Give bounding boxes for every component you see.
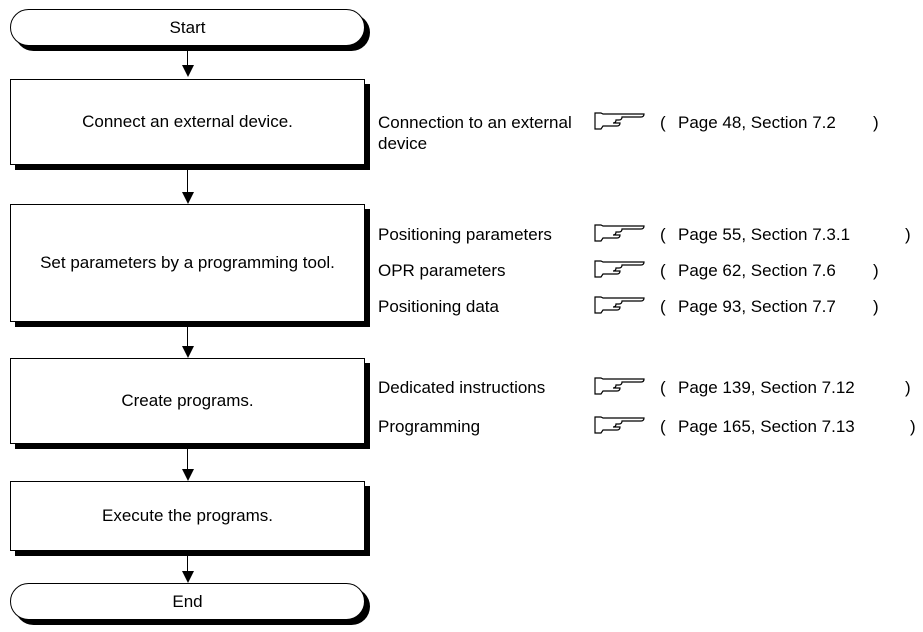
pointing-hand-icon xyxy=(594,377,645,395)
arrow-head-icon xyxy=(182,65,194,77)
reference-close-paren: ) xyxy=(910,417,916,436)
reference-label: Programming xyxy=(378,417,481,436)
end-label: End xyxy=(172,591,203,611)
reference-page-link[interactable]: Page 139, Section 7.12 xyxy=(678,378,855,397)
arrow-head-icon xyxy=(182,571,194,583)
step-set-parameters: Set parameters by a programming tool. xyxy=(10,204,365,322)
connector-line xyxy=(187,327,188,349)
step-connect-device: Connect an external device. xyxy=(10,79,365,165)
reference-open-paren: ( xyxy=(660,261,666,280)
reference-page-link[interactable]: Page 48, Section 7.2 xyxy=(678,113,836,132)
end-terminator: End xyxy=(10,583,365,620)
reference-open-paren: ( xyxy=(660,113,666,132)
reference-page-link[interactable]: Page 165, Section 7.13 xyxy=(678,417,855,436)
reference-page-link[interactable]: Page 55, Section 7.3.1 xyxy=(678,225,851,244)
connector-line xyxy=(187,449,188,472)
reference-label: Positioning parameters xyxy=(378,225,552,244)
connector-line xyxy=(187,46,188,68)
connector-line xyxy=(187,170,188,195)
step-execute-programs: Execute the programs. xyxy=(10,481,365,551)
pointing-hand-icon xyxy=(594,416,645,434)
arrow-head-icon xyxy=(182,192,194,204)
pointing-hand-icon xyxy=(594,296,645,314)
pointing-hand-icon xyxy=(594,260,645,278)
reference-open-paren: ( xyxy=(660,417,666,436)
reference-page-link[interactable]: Page 62, Section 7.6 xyxy=(678,261,836,280)
step-create-programs: Create programs. xyxy=(10,358,365,444)
reference-close-paren: ) xyxy=(905,225,911,244)
step-label: Set parameters by a programming tool. xyxy=(40,253,335,272)
reference-close-paren: ) xyxy=(905,378,911,397)
reference-open-paren: ( xyxy=(660,378,666,397)
start-terminator: Start xyxy=(10,9,365,46)
reference-page-link[interactable]: Page 93, Section 7.7 xyxy=(678,297,836,316)
start-label: Start xyxy=(169,17,206,37)
connector-line xyxy=(187,556,188,573)
reference-open-paren: ( xyxy=(660,297,666,316)
reference-label: OPR parameters xyxy=(378,261,506,280)
reference-label: Dedicated instructions xyxy=(378,378,546,397)
pointing-hand-icon xyxy=(594,112,645,130)
step-label: Execute the programs. xyxy=(101,506,274,525)
reference-label: Positioning data xyxy=(378,297,499,316)
pointing-hand-icon xyxy=(594,224,645,242)
step-label: Create programs. xyxy=(121,391,254,410)
reference-label: Connection to an external device xyxy=(378,113,572,153)
arrow-head-icon xyxy=(182,346,194,358)
step-label: Connect an external device. xyxy=(82,112,293,131)
arrow-head-icon xyxy=(182,469,194,481)
reference-open-paren: ( xyxy=(660,225,666,244)
reference-close-paren: ) xyxy=(873,113,879,132)
reference-close-paren: ) xyxy=(873,297,879,316)
reference-close-paren: ) xyxy=(873,261,879,280)
